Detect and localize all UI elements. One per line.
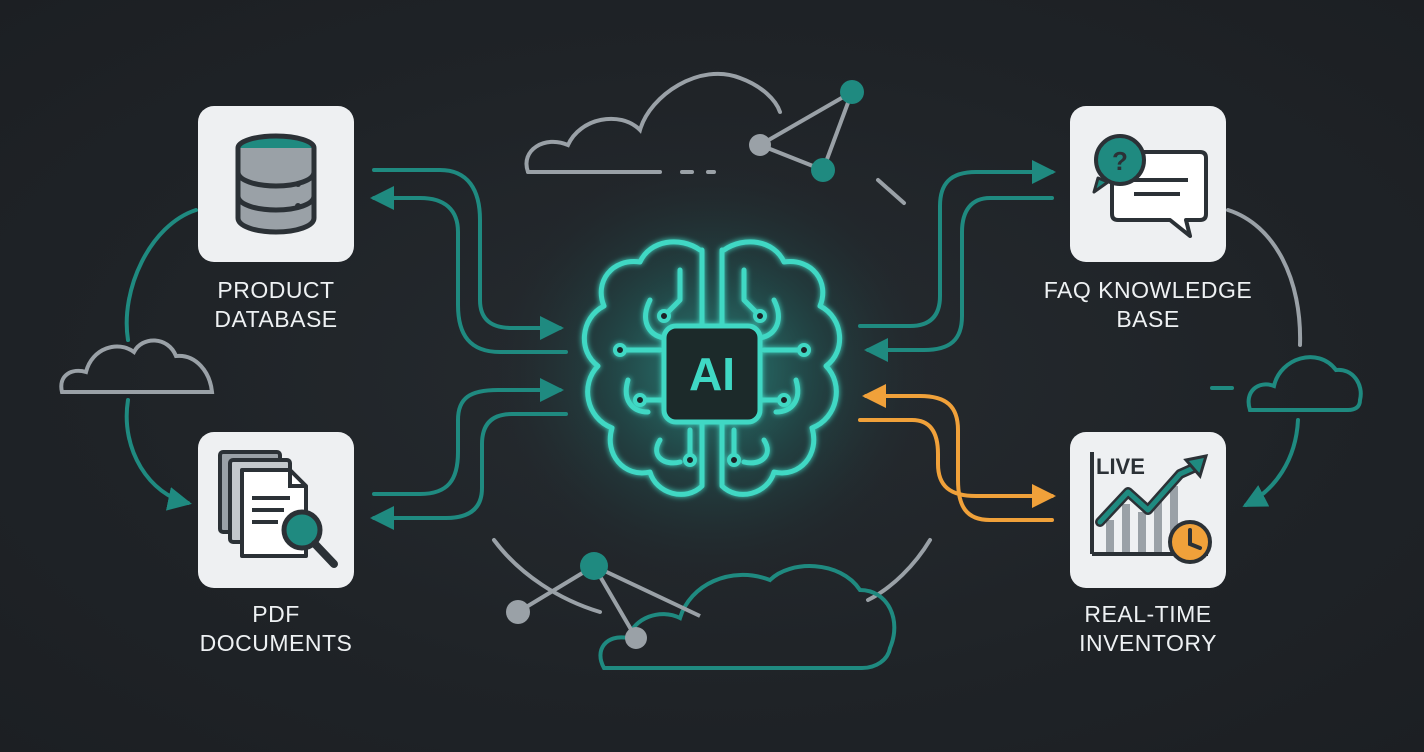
product-database-label-line1: PRODUCT	[217, 277, 335, 303]
connector-product-to-ai	[370, 168, 568, 354]
realtime-inventory-tile: LIVE	[1070, 432, 1226, 588]
live-label: LIVE	[1096, 454, 1145, 479]
realtime-inventory-label-line1: REAL-TIME	[1084, 601, 1212, 627]
pdf-documents-label-line1: PDF	[252, 601, 300, 627]
connector-ai-to-inventory	[858, 384, 1056, 522]
realtime-inventory-label: REAL-TIME INVENTORY	[1018, 600, 1278, 658]
product-database-tile	[198, 106, 354, 262]
live-chart-clock-icon: LIVE	[1090, 452, 1212, 564]
ai-chip	[661, 323, 763, 425]
pdf-documents-tile	[198, 432, 354, 588]
right-loop-arrow	[1226, 208, 1303, 507]
top-network-icon	[749, 80, 864, 182]
faq-question-mark: ?	[1112, 146, 1128, 176]
database-icon	[235, 133, 317, 235]
product-database-label-line2: DATABASE	[214, 306, 338, 332]
connector-ai-to-faq	[858, 160, 1056, 362]
bottom-arc-decoration	[492, 538, 932, 614]
faq-knowledge-base-label-line1: FAQ KNOWLEDGE	[1043, 277, 1253, 303]
product-database-label: PRODUCT DATABASE	[146, 276, 406, 334]
bottom-network-icon	[506, 552, 701, 649]
pdf-documents-label-line2: DOCUMENTS	[199, 630, 353, 656]
faq-chat-icon: ?	[1092, 134, 1208, 238]
connector-pdf-to-ai	[370, 378, 568, 530]
faq-knowledge-base-label-line2: BASE	[1116, 306, 1180, 332]
right-cloud-decoration	[1210, 355, 1363, 412]
pdf-documents-label: PDF DOCUMENTS	[146, 600, 406, 658]
top-cloud-decoration	[524, 71, 906, 205]
brain-chip-icon	[582, 239, 842, 497]
left-loop-arrow	[124, 208, 198, 511]
realtime-inventory-label-line2: INVENTORY	[1079, 630, 1217, 656]
left-cloud-decoration	[59, 338, 215, 394]
document-search-icon	[218, 450, 338, 568]
faq-knowledge-base-label: FAQ KNOWLEDGE BASE	[1018, 276, 1278, 334]
faq-knowledge-base-tile: ?	[1070, 106, 1226, 262]
ai-label: AI	[689, 348, 735, 400]
